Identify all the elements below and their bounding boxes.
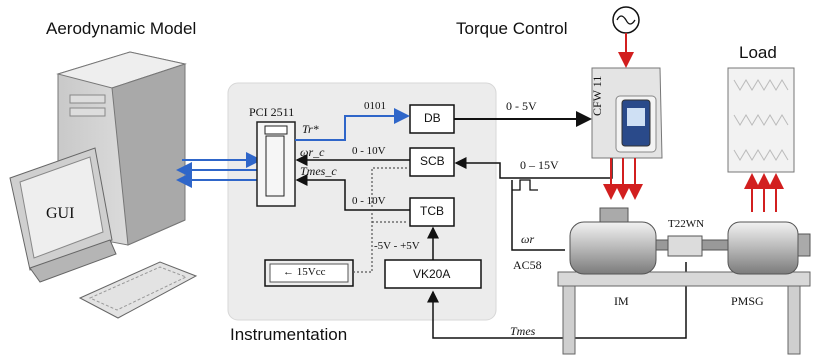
tmes-wire — [427, 262, 687, 339]
scb-label: SCB — [420, 154, 445, 168]
drive-input-range: 0 - 5V — [506, 99, 537, 113]
supply-dotted — [353, 167, 408, 273]
cfw11-label: CFW 11 — [590, 75, 604, 116]
ac58-label: AC58 — [513, 258, 542, 272]
bits-label: 0101 — [364, 100, 386, 112]
pmsg-machine — [727, 221, 811, 275]
encoder-wire — [511, 180, 565, 251]
wr-c-signal-label: ωr_c — [300, 145, 325, 159]
db-box — [409, 104, 455, 134]
tcb-label: TCB — [420, 204, 444, 218]
supply-inner — [269, 263, 349, 283]
monitor — [9, 147, 117, 283]
im-label: IM — [614, 294, 629, 308]
pulse-range: 0 – 15V — [520, 158, 559, 172]
tr-signal-label: Tr* — [302, 122, 319, 136]
bench-table — [557, 271, 811, 355]
torque-sensor — [667, 235, 729, 257]
tmes-label: Tmes — [510, 324, 536, 338]
t22wn-label: T22WN — [668, 218, 705, 230]
load-bank — [727, 67, 795, 212]
title-aerodynamic-model: Aerodynamic Model — [46, 19, 197, 38]
tmes-c-signal-label: Tmes_c — [300, 164, 337, 178]
pci-2511-label: PCI 2511 — [249, 105, 295, 119]
tr-wire — [295, 108, 410, 141]
tcb-to-pci — [295, 174, 410, 211]
tcb-box — [409, 197, 455, 227]
induction-machine — [569, 207, 669, 275]
title-load: Load — [739, 43, 777, 62]
vk20a-box — [384, 259, 482, 289]
supply-label: ← 15Vcc — [283, 266, 326, 278]
range-5v: -5V - +5V — [374, 240, 420, 252]
range-0-10v-a: 0 - 10V — [352, 145, 386, 157]
pulse-icon — [512, 179, 538, 191]
cfw11-drive — [591, 67, 663, 200]
vk20a-label: VK20A — [413, 267, 451, 281]
title-instrumentation: Instrumentation — [230, 325, 348, 344]
scb-box — [409, 147, 455, 177]
keyboard — [78, 261, 198, 319]
ac-source — [612, 6, 640, 68]
range-0-10v-b: 0 - 10V — [352, 195, 386, 207]
gui-screen-label: GUI — [46, 205, 75, 222]
pci-card — [256, 121, 296, 207]
wr-encoder-label: ωr — [521, 232, 535, 246]
title-torque-control: Torque Control — [456, 19, 568, 38]
db-label: DB — [424, 111, 441, 125]
pmsg-label: PMSG — [731, 294, 764, 308]
